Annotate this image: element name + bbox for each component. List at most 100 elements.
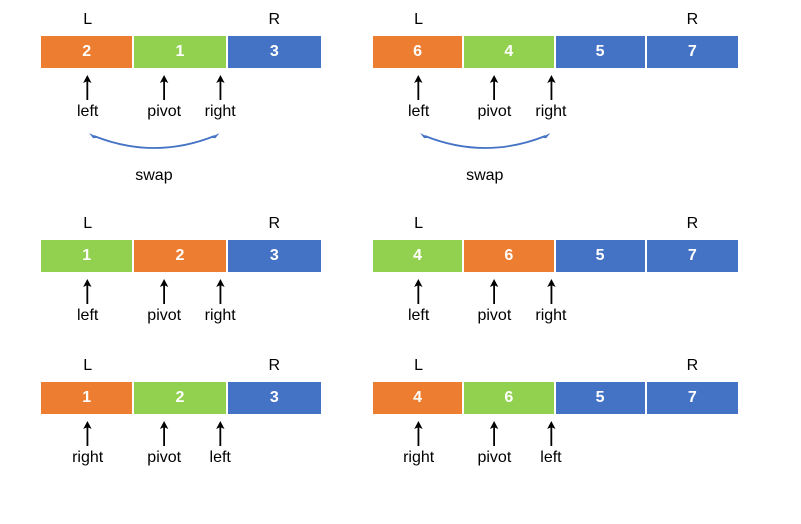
array-cell-value: 4 — [413, 247, 423, 264]
pointer-marker-label: left — [76, 307, 99, 324]
bound-label-left: L — [414, 11, 424, 28]
array-cell-value: 4 — [504, 43, 514, 60]
pointer-marker-label: left — [407, 103, 430, 120]
pointer-marker-label: pivot — [477, 449, 512, 466]
array-cell: 2 — [41, 36, 135, 68]
swap-label: swap — [466, 167, 504, 184]
array-bar: 1 2 3 — [41, 240, 321, 272]
pointer-marker-right: right — [535, 278, 567, 324]
pointer-marker-right: right — [72, 420, 103, 466]
arrow-up-icon — [81, 74, 95, 100]
array-cell-value: 3 — [269, 389, 279, 406]
pointer-marker-label: left — [540, 449, 562, 466]
array-cell-value: 5 — [595, 43, 605, 60]
array-cell: 5 — [555, 382, 647, 414]
pointer-marker-left: left — [408, 74, 429, 120]
bound-label-right: R — [686, 215, 699, 232]
pointer-marker-pivot: pivot — [477, 420, 511, 466]
array-cell: 1 — [41, 240, 135, 272]
swap-arc-group — [88, 132, 221, 162]
pointer-marker-label: pivot — [477, 307, 512, 324]
swap-arc-icon — [419, 133, 550, 149]
pointer-marker-left: left — [210, 420, 231, 466]
bound-label-right: R — [268, 11, 281, 28]
array-bar: 4 6 5 7 — [373, 240, 738, 272]
array-cell: 1 — [134, 36, 228, 68]
array-cell: 1 — [41, 382, 135, 414]
arrow-up-icon — [412, 278, 426, 304]
array-cell: 3 — [227, 240, 321, 272]
array-cell: 2 — [134, 382, 228, 414]
array-bar: 6 4 5 7 — [373, 36, 738, 68]
array-cell-value: 3 — [269, 43, 279, 60]
array-cell-value: 2 — [175, 389, 185, 406]
pointer-marker-label: pivot — [147, 307, 182, 324]
bound-label-right: R — [268, 357, 281, 374]
pointer-marker-label: right — [535, 307, 567, 324]
swap-arc-icon — [88, 133, 220, 149]
pointer-marker-pivot: pivot — [147, 74, 181, 120]
array-cell-value: 7 — [687, 247, 697, 264]
pointer-marker-label: right — [403, 449, 435, 466]
array-cell-value: 7 — [687, 389, 697, 406]
pointer-marker-pivot: pivot — [147, 420, 181, 466]
array-cell-value: 1 — [82, 247, 92, 264]
array-cell-value: 3 — [269, 247, 279, 264]
array-cell: 5 — [555, 36, 647, 68]
bound-label-left: L — [414, 215, 424, 232]
bound-label-right: R — [686, 11, 699, 28]
array-cell: 6 — [464, 382, 556, 414]
bound-label-right: R — [268, 215, 281, 232]
array-cell: 6 — [373, 36, 465, 68]
arrow-up-icon — [412, 74, 426, 100]
pointer-marker-label: left — [76, 103, 99, 120]
pointer-marker-right: right — [403, 420, 434, 466]
arrow-up-icon — [157, 74, 171, 100]
arrow-up-icon — [412, 420, 426, 446]
pointer-marker-label: pivot — [147, 449, 182, 466]
pointer-marker-label: right — [204, 307, 236, 324]
pointer-marker-label: left — [209, 449, 231, 466]
array-cell: 7 — [646, 240, 738, 272]
pointer-marker-label: right — [535, 103, 567, 120]
arrow-up-icon — [487, 74, 501, 100]
arrow-up-icon — [157, 278, 171, 304]
array-cell-value: 7 — [687, 43, 697, 60]
arrow-up-icon — [544, 278, 558, 304]
array-cell: 2 — [134, 240, 228, 272]
pointer-marker-label: right — [72, 449, 104, 466]
arrow-up-icon — [487, 420, 501, 446]
array-cell: 6 — [464, 240, 556, 272]
pointer-marker-pivot: pivot — [477, 278, 511, 324]
array-cell-value: 6 — [504, 389, 514, 406]
pointer-marker-right: right — [205, 74, 236, 120]
arrow-up-icon — [487, 278, 501, 304]
array-cell-value: 4 — [413, 389, 423, 406]
arrow-up-icon — [213, 420, 227, 446]
array-cell-value: 6 — [413, 43, 423, 60]
array-cell: 4 — [464, 36, 556, 68]
array-cell-value: 5 — [595, 247, 605, 264]
arrow-up-icon — [544, 420, 558, 446]
pointer-marker-label: right — [204, 103, 236, 120]
swap-label: swap — [135, 167, 173, 184]
array-cell: 3 — [227, 36, 321, 68]
array-bar: 4 6 5 7 — [373, 382, 738, 414]
array-cell-value: 5 — [595, 389, 605, 406]
array-bar: 2 1 3 — [41, 36, 321, 68]
swap-arc-group — [419, 132, 551, 162]
pointer-marker-label: pivot — [147, 103, 182, 120]
array-cell: 3 — [227, 382, 321, 414]
bound-label-left: L — [414, 357, 424, 374]
pointer-marker-right: right — [535, 74, 567, 120]
array-cell-value: 1 — [175, 43, 185, 60]
array-cell: 7 — [646, 382, 738, 414]
array-bar: 1 2 3 — [41, 382, 321, 414]
array-cell-value: 2 — [175, 247, 185, 264]
array-cell-value: 1 — [82, 389, 92, 406]
arrow-up-icon — [81, 420, 95, 446]
pointer-marker-right: right — [205, 278, 236, 324]
array-cell-value: 2 — [82, 43, 92, 60]
arrow-up-icon — [81, 278, 95, 304]
